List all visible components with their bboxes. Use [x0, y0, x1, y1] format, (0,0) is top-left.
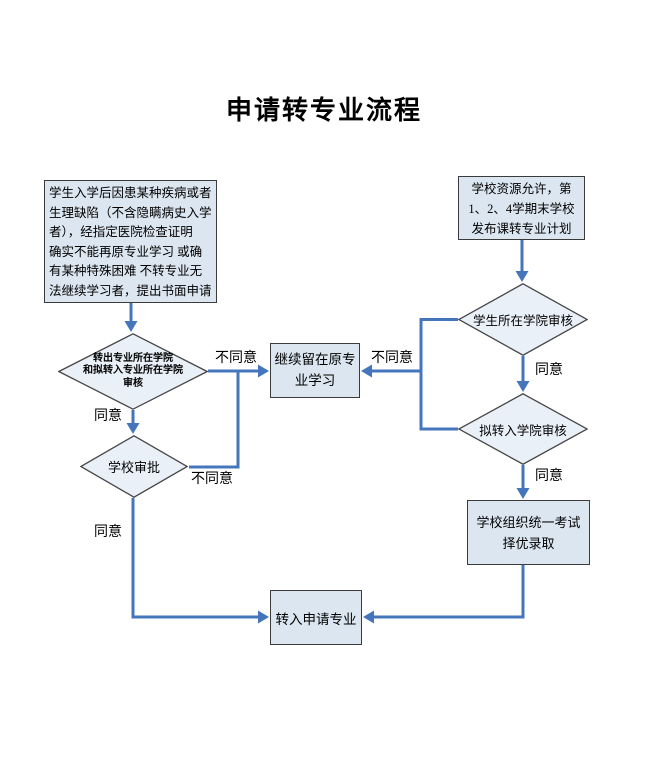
arrowhead-right-final [258, 610, 269, 624]
node-text-line: 学校审批 [107, 460, 160, 475]
arrowhead-right-stay [258, 364, 269, 378]
edge-right-collector [419, 318, 458, 431]
node-text-line: 业学习 [294, 373, 336, 388]
diamond-shape [458, 393, 588, 465]
decision-student-college-review: 学生所在学院审核 [458, 283, 588, 356]
node-text-line: 学校组织统一考试 [476, 515, 581, 530]
decision-text: 学生所在学院审核 [458, 283, 588, 356]
arrowhead-down-school [126, 423, 140, 434]
decision-text: 拟转入学院审核 [458, 393, 588, 465]
edge-school-agree-to-final [131, 498, 259, 619]
arrowhead-left-stay [361, 364, 372, 378]
node-text-line: 1、2、4学期末学校 [468, 202, 575, 216]
node-text-line: 学生所在学院审核 [472, 314, 573, 328]
node-text-line: 发布课转专业计划 [471, 222, 572, 236]
edge-label-agree-school: 同意 [94, 525, 122, 540]
node-text-line: 学校资源允许，第 [471, 182, 572, 196]
diamond-shape [80, 435, 188, 498]
arrowhead-down-student [515, 271, 529, 282]
decision-text: 学校审批 [80, 435, 188, 498]
arrowhead-down-exam [516, 488, 530, 499]
edge-label-disagree-school: 不同意 [191, 472, 233, 487]
node-unified-exam: 学校组织统一考试 择优录取 [467, 500, 590, 565]
edge-label-disagree-left: 不同意 [215, 351, 257, 366]
decision-target-college-review: 拟转入学院审核 [458, 393, 588, 465]
node-text-line: 确实不能再原专业学习 或确 [49, 244, 203, 259]
diamond-shape [58, 333, 208, 410]
edge-label-agree-target-college: 同意 [535, 469, 563, 484]
page-title: 申请转专业流程 [225, 96, 422, 125]
arrowhead-down-colleges [124, 321, 138, 332]
node-text-line: 有某种特殊困难 不转专业无 [49, 264, 203, 278]
node-text-line: 择优录取 [502, 536, 555, 551]
node-transfer-final: 转入申请专业 [270, 590, 362, 645]
node-text-line: 生理缺陷（不含隐瞒病史入学 [49, 205, 212, 220]
edge-label-agree-student-college: 同意 [535, 363, 563, 378]
decision-school-approval: 学校审批 [80, 435, 188, 498]
node-text-line: 和拟转入专业所在学院 [83, 365, 183, 377]
node-text-line: 转入申请专业 [275, 611, 357, 627]
edge-label-disagree-right: 不同意 [371, 351, 413, 366]
node-text-line: 转出专业所在学院 [93, 352, 173, 364]
node-text-line: 继续留在原专 [274, 352, 356, 367]
node-text-line: 者），经指定医院检查证明 [49, 225, 193, 239]
node-text-line: 学生入学后因患某种疾病或者 [49, 186, 212, 200]
decision-both-colleges-review: 转出专业所在学院 和拟转入专业所在学院 审核 [58, 333, 208, 410]
arrowhead-left-final [363, 610, 374, 624]
node-start-application: 学生入学后因患某种疾病或者 生理缺陷（不含隐瞒病史入学 者），经指定医院检查证明… [44, 180, 217, 303]
node-school-plan: 学校资源允许，第 1、2、4学期末学校 发布课转专业计划 [458, 176, 585, 240]
edge-label-agree-colleges: 同意 [94, 409, 122, 424]
node-text-line: 拟转入学院审核 [479, 423, 567, 438]
arrowhead-down-target [516, 381, 530, 392]
node-text-line: 审核 [123, 377, 143, 389]
diamond-shape [458, 283, 588, 356]
edge-school-disagree-branch [189, 371, 240, 469]
decision-text: 转出专业所在学院 和拟转入专业所在学院 审核 [58, 333, 208, 410]
edge-exam-to-final [374, 565, 525, 619]
node-stay-in-major: 继续留在原专 业学习 [270, 343, 360, 398]
node-text-line: 法继续学习者，提出书面申请 [49, 283, 212, 298]
